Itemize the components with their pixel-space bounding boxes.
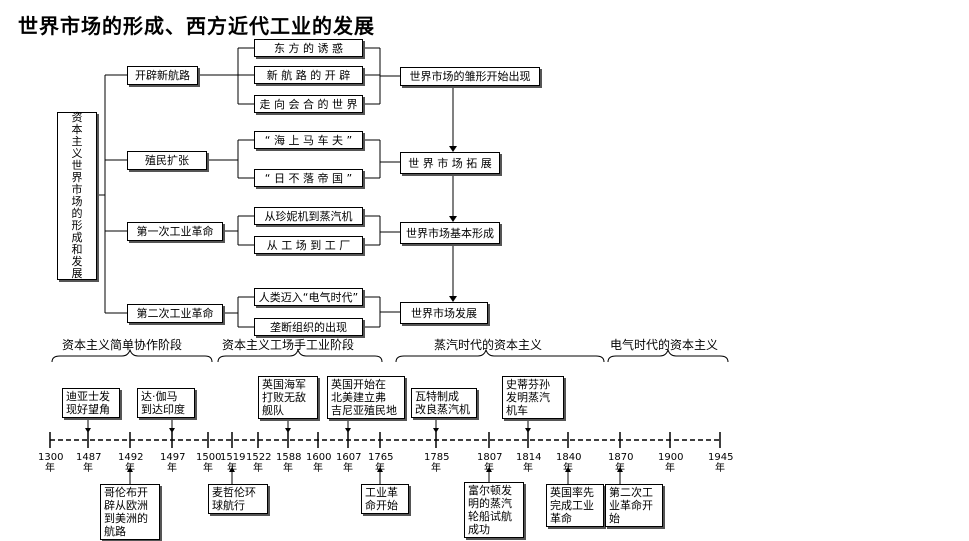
- page-title: 世界市场的形成、西方近代工业的发展: [18, 14, 375, 38]
- year-label: 1900 年: [658, 452, 684, 474]
- stage-2-box: 殖民扩张: [127, 151, 207, 170]
- sub-box: 人类迈入“电气时代”: [254, 288, 363, 306]
- event-box-bottom: 第二次工 业革命开 始: [605, 484, 663, 527]
- result-box: 世界市场基本形成: [400, 222, 500, 244]
- stage-1-box: 开辟新航路: [127, 66, 198, 85]
- event-box-top: 史蒂芬孙 发明蒸汽 机车: [502, 376, 564, 419]
- year-label: 1588 年: [276, 452, 302, 474]
- event-box-bottom: 英国率先 完成工业 革命: [546, 484, 604, 527]
- period-label: 资本主义简单协作阶段: [62, 338, 183, 352]
- event-box-top: 英国海军 打败无敌 舰队: [258, 376, 318, 419]
- result-box: 世界市场发展: [400, 302, 488, 324]
- period-label: 电气时代的资本主义: [610, 338, 719, 352]
- event-box-top: 迪亚士发 现好望角: [62, 388, 120, 418]
- root-box: 资本主义世界市场的形成和发展: [57, 112, 97, 280]
- event-box-top: 达·伽马 到达印度: [137, 388, 195, 418]
- year-label: 1607 年: [336, 452, 362, 474]
- sub-box: 垄断组织的出现: [254, 318, 363, 336]
- event-box-bottom: 麦哲伦环 球航行: [208, 484, 268, 514]
- year-label: 1945 年: [708, 452, 734, 474]
- year-label: 1600 年: [306, 452, 332, 474]
- stage-4-box: 第二次工业革命: [127, 304, 223, 323]
- sub-box: 新 航 路 的 开 辟: [254, 66, 363, 84]
- year-label: 1500 年: [196, 452, 222, 474]
- event-box-bottom: 工业革 命开始: [361, 484, 409, 514]
- sub-box: 从珍妮机到蒸汽机: [254, 207, 363, 225]
- year-label: 1300 年: [38, 452, 64, 474]
- year-label: 1492 年: [118, 452, 144, 474]
- event-box-top: 瓦特制成 改良蒸汽机: [411, 388, 477, 418]
- sub-box: 东 方 的 诱 惑: [254, 39, 363, 57]
- year-label: 1870 年: [608, 452, 634, 474]
- year-label: 1840 年: [556, 452, 582, 474]
- year-label: 1785 年: [424, 452, 450, 474]
- year-label: 1487 年: [76, 452, 102, 474]
- result-box: 世 界 市 场 拓 展: [400, 152, 500, 174]
- stage-3-box: 第一次工业革命: [127, 222, 223, 241]
- year-label: 1522 年: [246, 452, 272, 474]
- root-label: 资本主义世界市场的形成和发展: [71, 111, 83, 280]
- event-box-bottom: 哥伦布开 辟从欧洲 到美洲的 航路: [100, 484, 160, 540]
- year-label: 1497 年: [160, 452, 186, 474]
- period-label: 蒸汽时代的资本主义: [434, 338, 543, 352]
- sub-box: “ 海 上 马 车 夫 ”: [254, 131, 363, 149]
- result-box: 世界市场的雏形开始出现: [400, 67, 540, 86]
- event-box-top: 英国开始在 北美建立弗 吉尼亚殖民地: [327, 376, 405, 419]
- sub-box: “ 日 不 落 帝 国 ”: [254, 169, 363, 187]
- year-label: 1519 年: [220, 452, 246, 474]
- sub-box: 从 工 场 到 工 厂: [254, 236, 363, 254]
- year-label: 1807 年: [477, 452, 503, 474]
- period-label: 资本主义工场手工业阶段: [222, 338, 355, 352]
- event-box-bottom: 富尔顿发 明的蒸汽 轮船试航 成功: [464, 482, 524, 538]
- year-label: 1814 年: [516, 452, 542, 474]
- year-label: 1765 年: [368, 452, 394, 474]
- sub-box: 走 向 会 合 的 世 界: [254, 95, 363, 113]
